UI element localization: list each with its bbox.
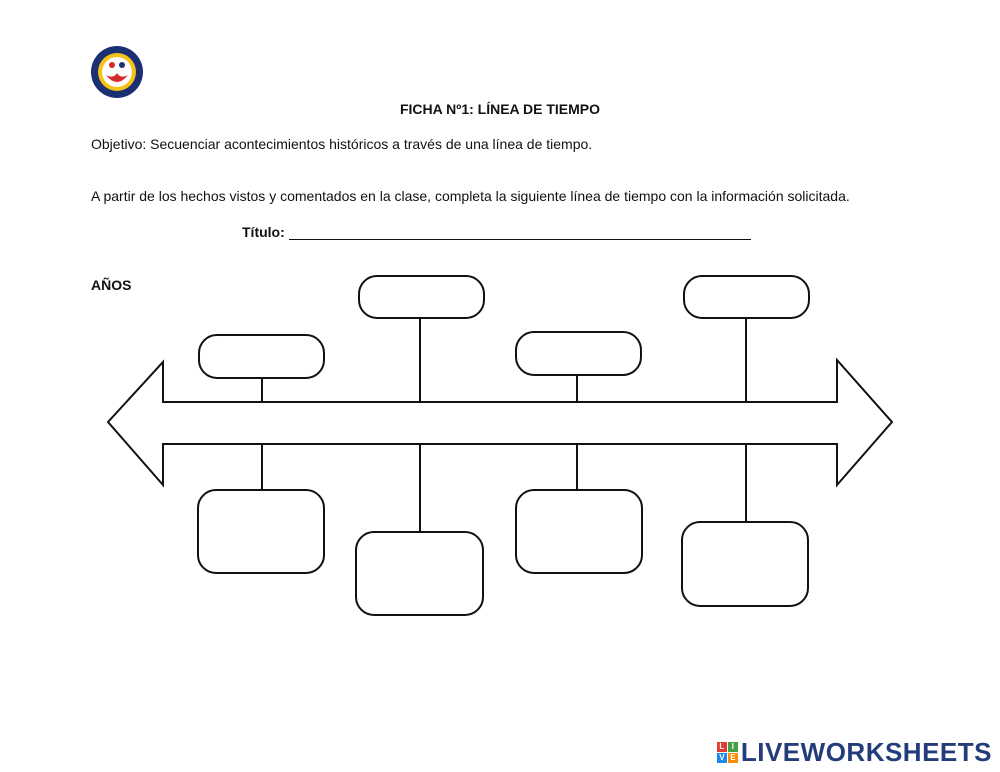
year-box-3[interactable] [515, 331, 642, 376]
liveworksheets-badge-icon: L I V E [716, 742, 738, 763]
badge-letter: E [727, 753, 738, 763]
objective-text: Objetivo: Secuenciar acontecimientos his… [91, 136, 593, 152]
title-input-line[interactable] [288, 224, 751, 240]
year-box-4[interactable] [683, 275, 810, 319]
badge-letter: L [716, 742, 727, 752]
badge-letter: V [716, 753, 727, 763]
year-box-1[interactable] [198, 334, 325, 379]
year-box-2[interactable] [358, 275, 485, 319]
event-box-4[interactable] [681, 521, 809, 607]
timeline-arrow [106, 357, 894, 488]
timeline-diagram [106, 275, 894, 616]
title-field-label: Título: [242, 224, 285, 240]
event-box-3[interactable] [515, 489, 643, 574]
event-box-2[interactable] [355, 531, 484, 616]
liveworksheets-brand: L I V E LIVEWORKSHEETS [716, 737, 992, 768]
worksheet-title: FICHA Nº1: LÍNEA DE TIEMPO [399, 101, 601, 117]
instructions-text: A partir de los hechos vistos y comentad… [91, 188, 850, 204]
brand-name: LIVEWORKSHEETS [740, 737, 992, 767]
school-logo [91, 46, 143, 98]
title-field: Título: [242, 224, 751, 240]
event-box-1[interactable] [197, 489, 325, 574]
badge-letter: I [727, 742, 738, 752]
years-label: AÑOS [91, 277, 132, 293]
